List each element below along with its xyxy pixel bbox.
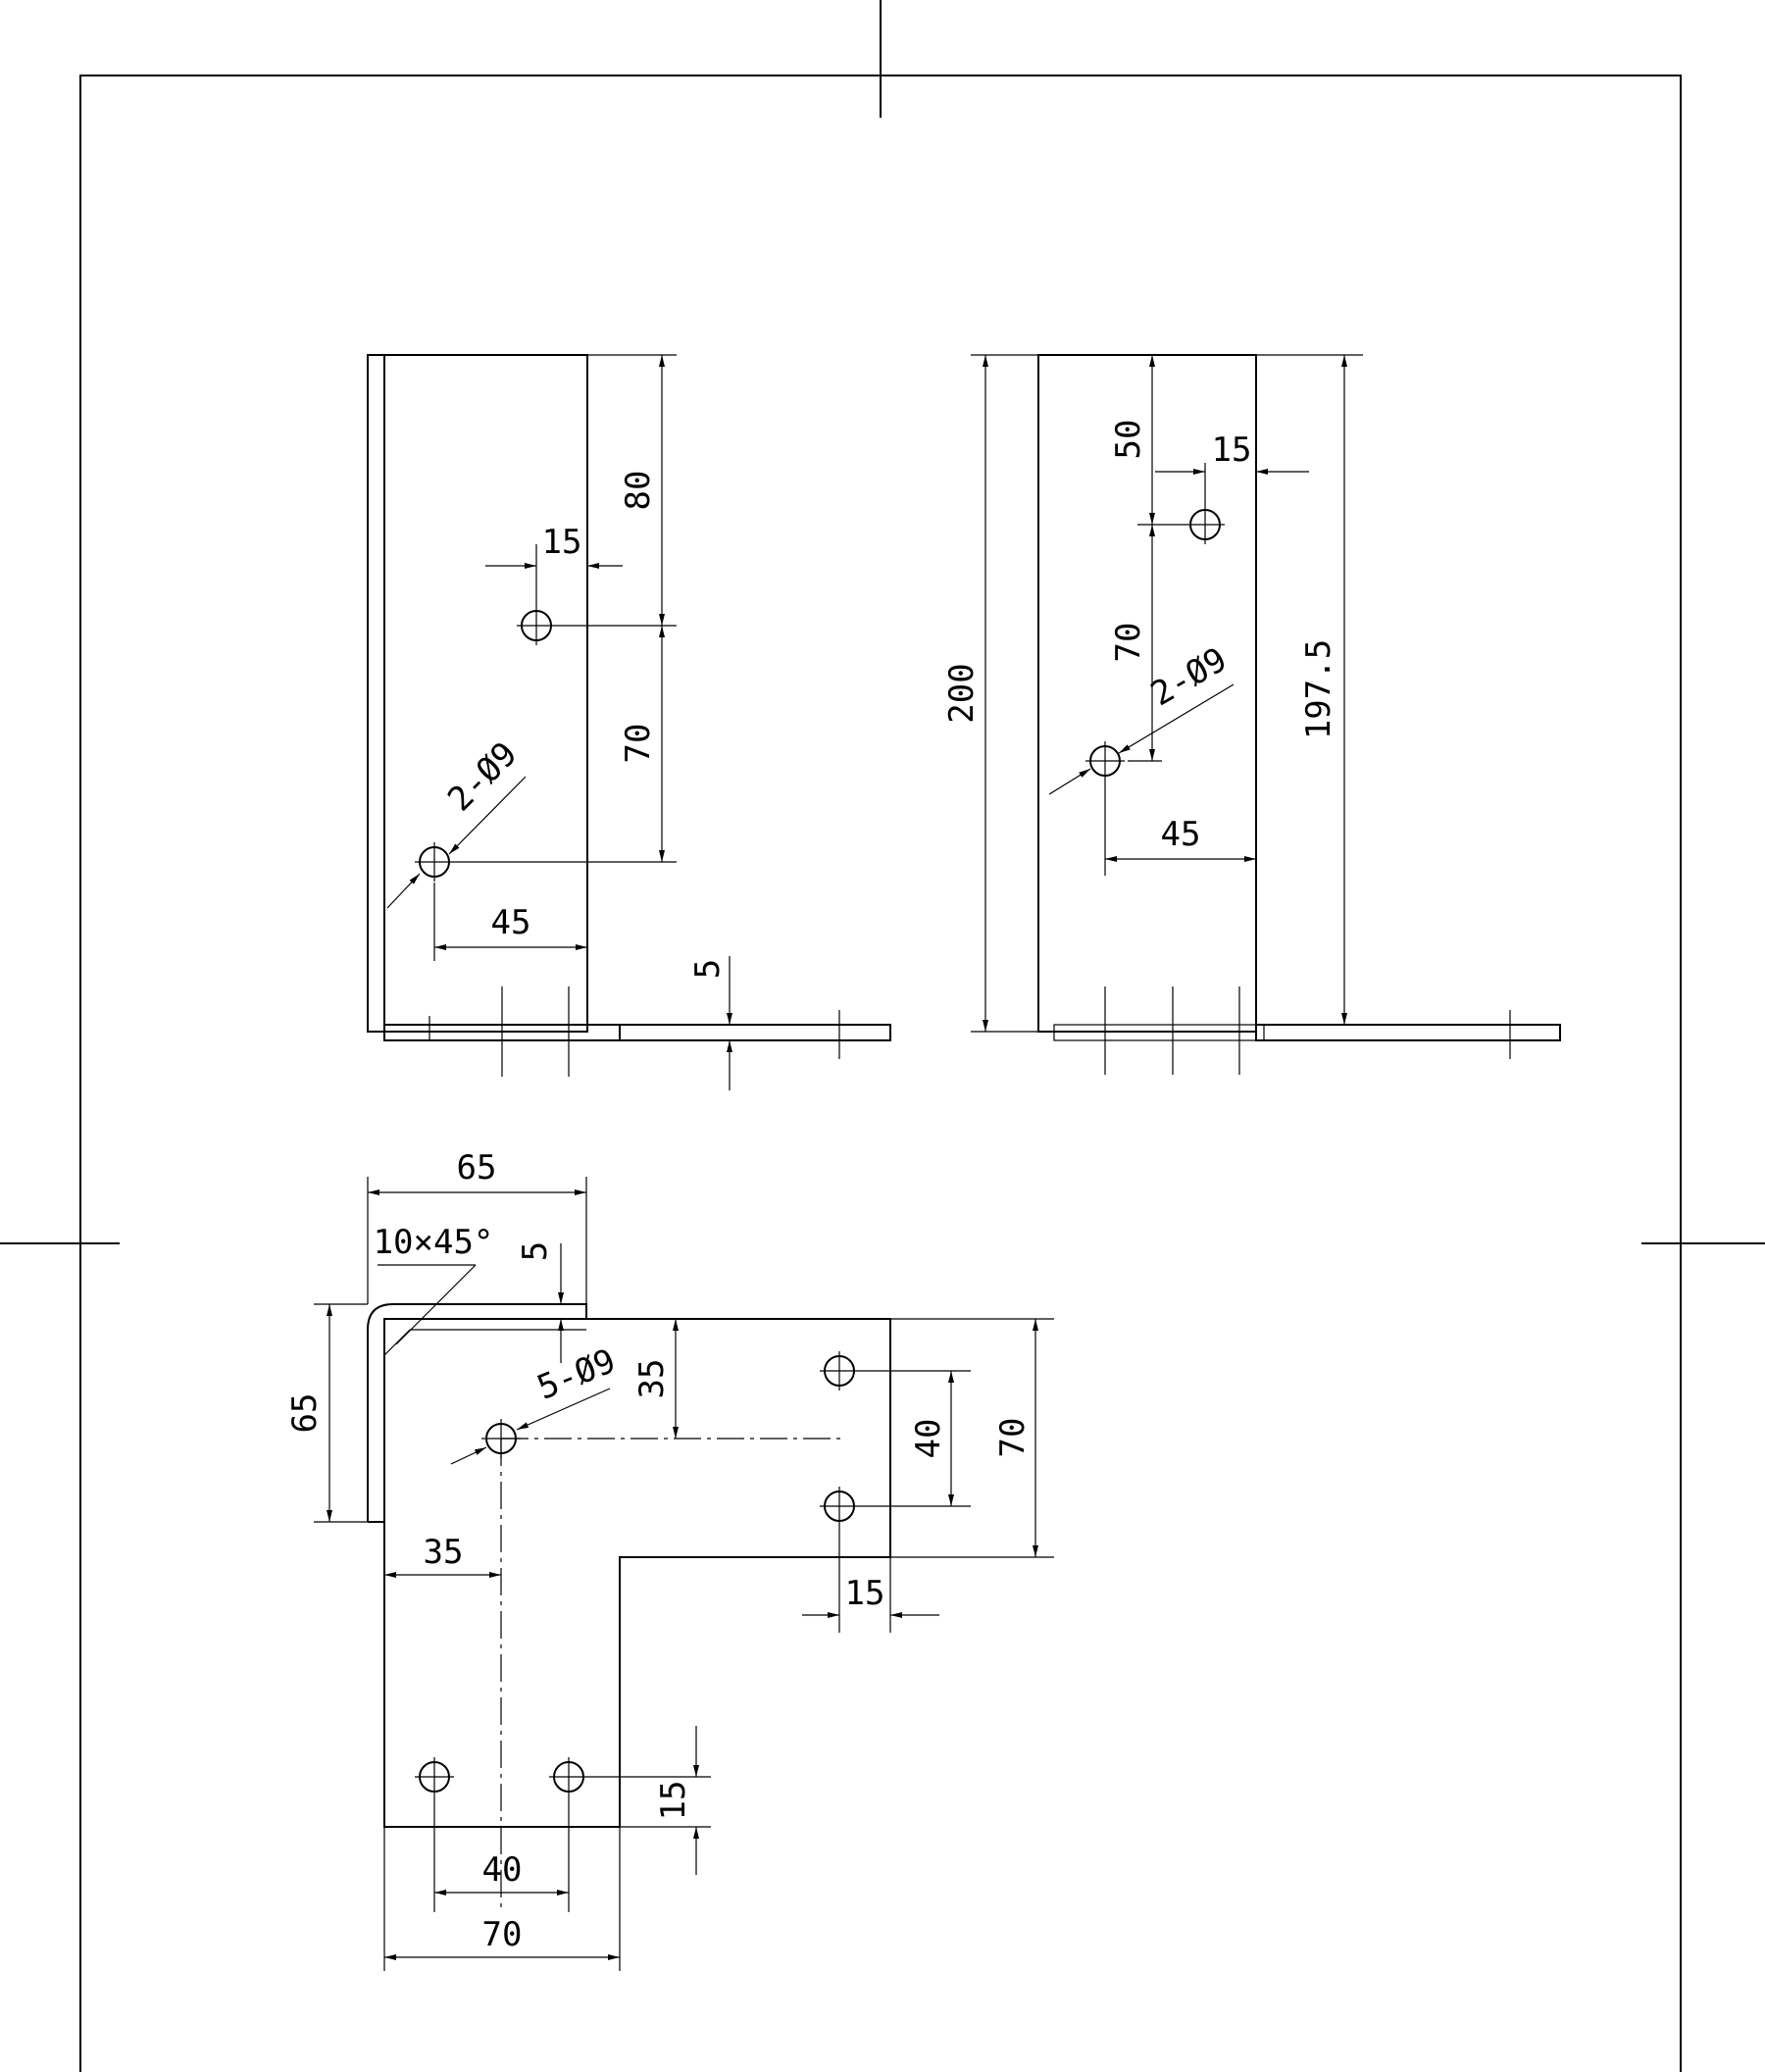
plan-chamfer-callout-label: 10×45°	[374, 1223, 494, 1262]
front-hole-callout: 2-Ø9	[386, 734, 527, 909]
plan-dim-15-bottom: 15	[654, 1726, 699, 1875]
front-dim-45-label: 45	[491, 903, 531, 942]
front-dim-5-label: 5	[688, 959, 728, 979]
front-dim-80: 80	[619, 355, 665, 626]
front-hole-callout-label: 2-Ø9	[440, 734, 525, 819]
plan-dim-40-bottom-label: 40	[482, 1850, 523, 1890]
side-dim-200: 200	[942, 355, 988, 1032]
side-dim-50: 50	[1109, 355, 1155, 525]
side-dim-197-5: 197.5	[1299, 355, 1347, 1025]
front-view-hole-upper	[517, 606, 556, 645]
plan-dim-70-bottom-label: 70	[482, 1915, 523, 1954]
front-dim-70-label: 70	[619, 724, 658, 764]
front-dim-15: 15	[485, 523, 623, 569]
plan-dim-35-horizontal-label: 35	[424, 1533, 464, 1572]
plan-hole-bottom-left	[415, 1757, 454, 1796]
plan-dim-15-right: 15	[802, 1574, 939, 1618]
front-dim-5: 5	[688, 956, 732, 1090]
side-dim-15: 15	[1155, 430, 1309, 475]
plan-dim-65-top-label: 65	[457, 1148, 497, 1188]
plan-dim-65-left: 65	[285, 1304, 332, 1522]
front-dim-80-label: 80	[619, 471, 658, 511]
plan-hole-right-upper	[820, 1351, 859, 1390]
side-view-outline	[1037, 354, 1561, 1075]
front-dim-45: 45	[434, 903, 587, 950]
plan-hole-right-lower	[820, 1487, 859, 1526]
plan-dim-35-horizontal: 35	[384, 1533, 501, 1578]
plan-view: 65 10×45° 5 65 5-Ø9 35	[285, 1148, 1054, 1971]
plan-dim-15-right-label: 15	[845, 1574, 885, 1613]
side-dim-200-label: 200	[942, 663, 982, 723]
side-view: 200 50 70 15 2-Ø9 45	[942, 354, 1561, 1075]
plan-dim-5-label: 5	[516, 1241, 555, 1261]
plan-dim-70-bottom: 70	[384, 1915, 620, 1960]
side-dim-70: 70	[1109, 525, 1155, 761]
front-dim-70: 70	[619, 626, 665, 862]
plan-dim-35-vertical-label: 35	[632, 1359, 672, 1399]
side-dim-50-label: 50	[1109, 420, 1148, 460]
plan-dim-65-left-label: 65	[285, 1393, 325, 1434]
plan-dim-65-top: 65	[368, 1148, 586, 1195]
plan-dim-40-right-label: 40	[909, 1419, 948, 1459]
plan-dim-15-bottom-label: 15	[654, 1781, 693, 1821]
side-dim-197-5-label: 197.5	[1299, 639, 1338, 739]
side-view-hole-upper	[1185, 505, 1225, 544]
plan-dim-40-right: 40	[909, 1371, 954, 1506]
plan-hole-bottom-right	[549, 1757, 588, 1796]
plan-dim-40-bottom: 40	[434, 1850, 569, 1895]
side-dim-45: 45	[1105, 815, 1256, 862]
side-dim-15-label: 15	[1212, 430, 1252, 470]
front-view: 80 70 15 2-Ø9 45 5	[367, 354, 891, 1090]
plan-chamfer-callout: 10×45°	[374, 1223, 494, 1345]
front-view-hole-lower	[415, 842, 454, 882]
side-dim-45-label: 45	[1161, 815, 1201, 854]
side-hole-callout-label: 2-Ø9	[1144, 640, 1234, 715]
front-view-outline	[367, 354, 891, 1077]
plan-dim-70-right: 70	[993, 1319, 1038, 1557]
plan-dim-70-right-label: 70	[993, 1418, 1033, 1458]
side-view-hole-lower	[1085, 741, 1125, 781]
plan-hole-center	[481, 1419, 521, 1458]
front-dim-15-label: 15	[542, 523, 582, 562]
plan-dim-5: 5	[516, 1241, 564, 1363]
side-dim-70-label: 70	[1109, 623, 1148, 663]
plan-dim-35-vertical: 35	[632, 1319, 679, 1439]
plan-hole-callout: 5-Ø9	[450, 1341, 621, 1465]
plan-hole-callout-label: 5-Ø9	[531, 1341, 621, 1408]
